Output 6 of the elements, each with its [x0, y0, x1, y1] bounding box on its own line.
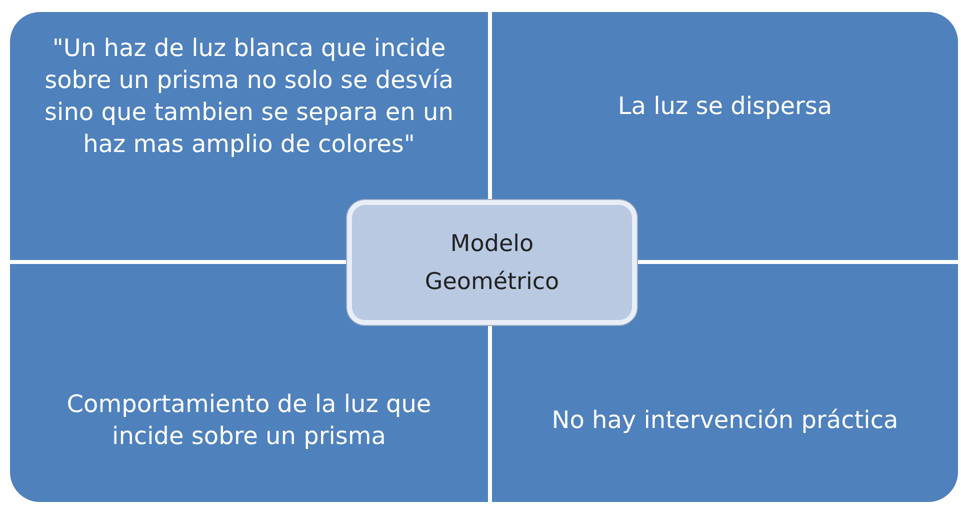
panel-text: La luz se dispersa [616, 91, 834, 122]
quote-text: "Un haz de luz blanca que incide sobre un prisma no solo se desvía sino que tambien se separa en un haz mas amplio de colores" [44, 33, 454, 160]
panel-text: Comportamiento de la luz que incide sobre un prisma [66, 389, 432, 452]
center-box [347, 200, 637, 325]
panel-text: No hay intervención práctica [550, 405, 900, 436]
center-text: Modelo Geométrico [424, 230, 560, 296]
